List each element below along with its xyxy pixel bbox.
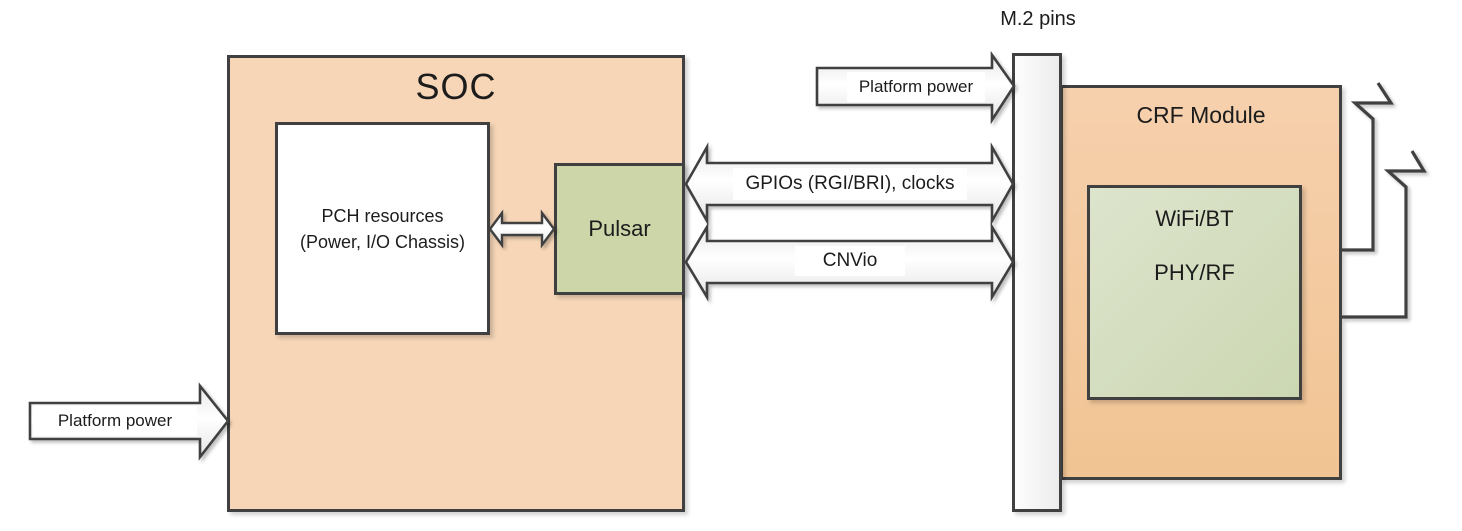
antenna-icon <box>1342 150 1427 319</box>
crf-module-title: CRF Module <box>1136 102 1266 128</box>
cnvio-label: CNVio <box>795 246 905 276</box>
platform-power-left-label: Platform power <box>33 406 197 436</box>
wifi-bt-label: WiFi/BT <box>1155 206 1234 231</box>
pch-resources-box: PCH resources (Power, I/O Chassis) <box>275 122 490 335</box>
platform-power-top-label: Platform power <box>847 72 985 102</box>
antenna-icon <box>1342 82 1394 252</box>
gpios-label: GPIOs (RGI/BRI), clocks <box>733 168 967 200</box>
m2-pins-label: M.2 pins <box>1000 7 1076 30</box>
phy-rf-label: PHY/RF <box>1154 260 1235 285</box>
pulsar-label: Pulsar <box>588 216 651 241</box>
pch-pulsar-arrow <box>488 209 556 249</box>
soc-title: SOC <box>415 66 497 107</box>
m2-pins-bar <box>1012 53 1062 512</box>
pch-resources-line2: (Power, I/O Chassis) <box>299 231 466 252</box>
wifi-bt-phy-rf-box: WiFi/BT PHY/RF <box>1087 185 1302 400</box>
pch-resources-line1: PCH resources <box>321 205 444 226</box>
pulsar-box: Pulsar <box>554 163 685 295</box>
